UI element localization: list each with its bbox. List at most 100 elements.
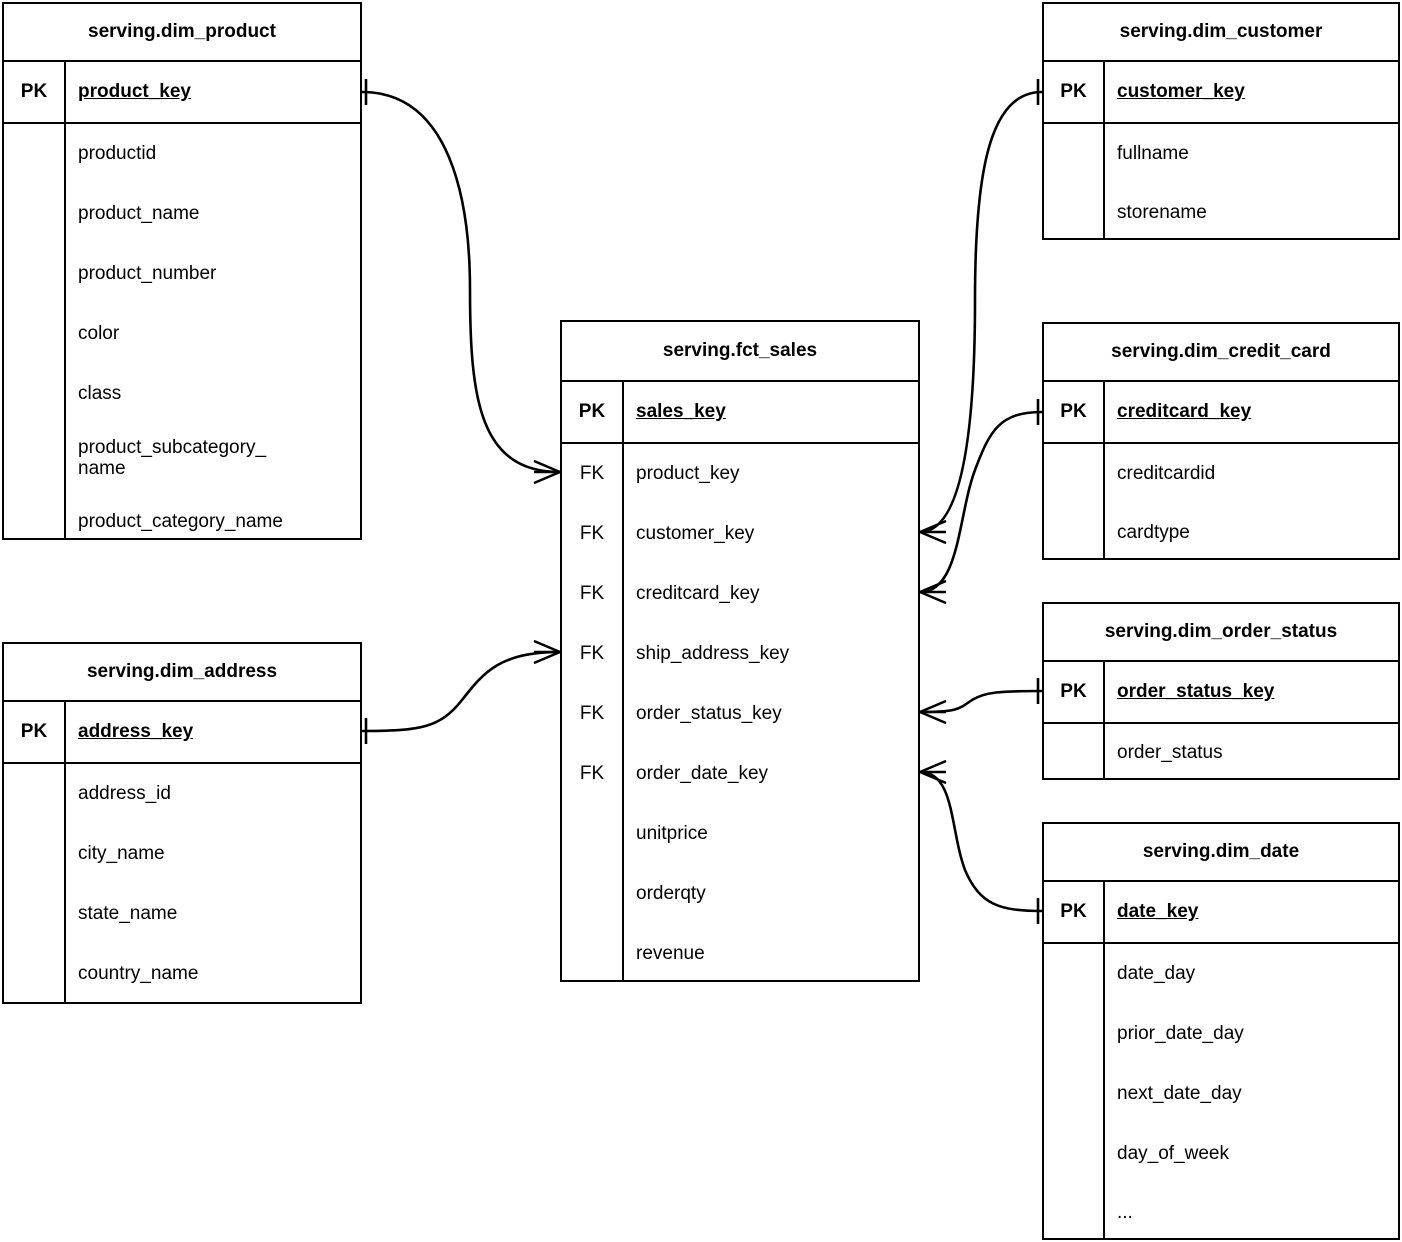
attribute-label: prior_date_day [1117,1023,1244,1045]
pk-field-label: product_key [78,81,191,102]
attribute-row[interactable]: customer_key [624,504,918,564]
attribute-label: revenue [636,943,705,965]
attribute-row[interactable]: storename [1105,184,1398,242]
attribute-row[interactable]: creditcardid [1105,444,1398,504]
pk-badge-dim_date: PK [1044,882,1105,942]
fk-badge-dim_product-4 [4,364,64,424]
attribute-label: product_category_name [78,511,283,533]
attribute-row[interactable]: class [66,364,360,424]
cardinality-many-icon [533,459,561,485]
attribute-row[interactable]: order_date_key [624,744,918,804]
fk-badge-dim_product-2 [4,244,64,304]
pk-field-dim_order_status: order_status_key [1105,662,1398,722]
attribute-label: country_name [78,963,199,985]
attribute-label: order_date_key [636,763,769,785]
fk-badge-dim_product-1 [4,184,64,244]
fk-badge-fct_sales-1: FK [579,523,605,544]
attribute-row[interactable]: product_key [624,444,918,504]
relationship-line [919,90,1043,534]
relationship-line [919,770,1043,913]
attribute-column-dim_order_status: order_status [1105,724,1398,778]
pk-field-label: sales_key [636,401,726,422]
attribute-label: state_name [78,903,178,925]
attribute-row[interactable]: prior_date_day [1105,1004,1398,1064]
fk-badge-fct_sales-6 [562,804,622,864]
attribute-label: cardtype [1117,522,1190,544]
attribute-row[interactable]: product_number [66,244,360,304]
attribute-row[interactable]: city_name [66,824,360,884]
relationship-address-to-sales [361,639,561,744]
attribute-row[interactable]: fullname [1105,124,1398,184]
attribute-row[interactable]: cardtype [1105,504,1398,562]
fk-badge-dim_product-5 [4,424,64,492]
attribute-row[interactable]: unitprice [624,804,918,864]
attribute-row[interactable]: next_date_day [1105,1064,1398,1124]
entity-title-dim_customer: serving.dim_customer [1044,4,1398,62]
fk-badge-fct_sales-7 [562,864,622,924]
attribute-row[interactable]: product_category_name [66,492,360,552]
fk-badge-dim_credit_card-1 [1044,504,1103,562]
pk-field-label: creditcard_key [1117,401,1252,422]
attribute-row[interactable]: date_day [1105,944,1398,1004]
attribute-row[interactable]: creditcard_key [624,564,918,624]
attribute-row[interactable]: address_id [66,764,360,824]
attribute-label: creditcardid [1117,463,1216,485]
primary-key-row-dim_date[interactable]: PK date_key [1044,882,1398,944]
attribute-row[interactable]: color [66,304,360,364]
attribute-column-dim_address: address_id city_name state_name country_nam… [66,764,360,1002]
attribute-label: product_number [78,263,217,285]
pk-badge-dim_address: PK [4,702,66,762]
attribute-row[interactable]: product_name [66,184,360,244]
attribute-label: address_id [78,783,171,805]
attribute-row[interactable]: revenue [624,924,918,984]
attribute-row[interactable]: order_status_key [624,684,918,744]
fk-badge-dim_customer-0 [1044,124,1103,184]
pk-field-dim_date: date_key [1105,882,1398,942]
key-badge-column-dim_product [4,124,66,538]
attribute-row[interactable]: day_of_week [1105,1124,1398,1184]
pk-field-fct_sales: sales_key [624,382,918,442]
attribute-label: next_date_day [1117,1083,1242,1105]
pk-badge-dim_order_status: PK [1044,662,1105,722]
attribute-row[interactable]: ... [1105,1184,1398,1242]
attribute-row[interactable]: country_name [66,944,360,1004]
entity-title-dim_date: serving.dim_date [1044,824,1398,882]
attribute-column-dim_credit_card: creditcardid cardtype [1105,444,1398,558]
pk-field-dim_customer: customer_key [1105,62,1398,122]
entity-title-dim_address: serving.dim_address [4,644,360,702]
attribute-row[interactable]: state_name [66,884,360,944]
pk-badge-dim_credit_card: PK [1044,382,1105,442]
key-badge-column-dim_order_status [1044,724,1105,778]
attribute-label: city_name [78,843,165,865]
attribute-row[interactable]: ship_address_key [624,624,918,684]
primary-key-row-dim_credit_card[interactable]: PK creditcard_key [1044,382,1398,444]
attribute-label: ... [1117,1202,1133,1224]
fk-badge-dim_date-0 [1044,944,1103,1004]
attribute-label: productid [78,143,157,165]
pk-field-label: date_key [1117,901,1199,922]
entity-title-dim_credit_card: serving.dim_credit_card [1044,324,1398,382]
attribute-row[interactable]: product_subcategory_ name [66,424,360,492]
pk-field-dim_product: product_key [66,62,360,122]
attribute-row[interactable]: order_status [1105,724,1398,782]
attribute-label: order_status_key [636,703,782,725]
attribute-row[interactable]: productid [66,124,360,184]
cardinality-many-icon [919,699,947,725]
cardinality-many-icon [533,639,561,665]
attribute-row[interactable]: orderqty [624,864,918,924]
fk-badge-fct_sales-4: FK [579,703,605,724]
attribute-label: fullname [1117,143,1189,165]
